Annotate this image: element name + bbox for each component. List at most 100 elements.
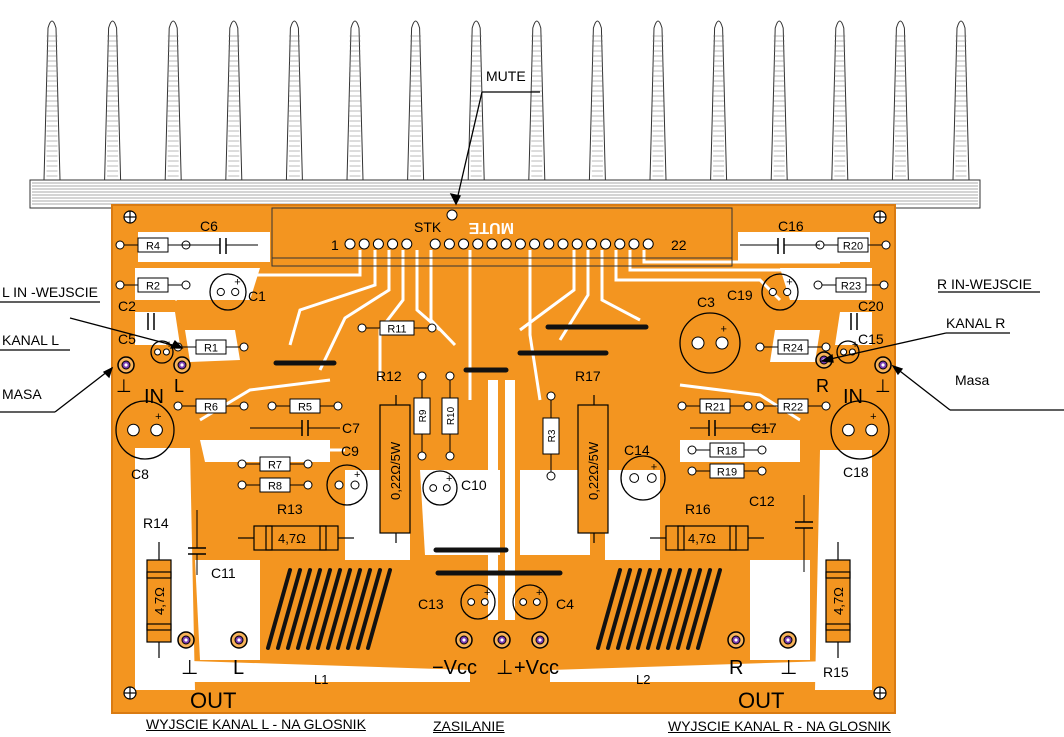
right-out-mark: R <box>729 657 743 679</box>
heatsink-fin <box>164 20 182 181</box>
chip-outline <box>271 207 733 267</box>
chip-pins <box>344 209 654 250</box>
heatsink-fin <box>710 20 728 181</box>
resistor-r10: R10 <box>441 371 459 461</box>
chip-pin-pad <box>372 238 384 250</box>
r12-value: 0,22Ω/5W <box>388 441 403 500</box>
r17-value: 0,22Ω/5W <box>586 441 601 500</box>
polarity-mark: + <box>234 277 240 289</box>
heatsink-fin <box>831 20 849 181</box>
heatsink-fin <box>588 20 606 181</box>
heatsink-fin <box>952 20 970 181</box>
resistor-r2: R2 <box>115 277 191 293</box>
chip-pin-pad <box>571 238 583 250</box>
resistor-label: R18 <box>717 446 737 458</box>
left-channel-annotation: KANAL L <box>2 332 60 348</box>
heatsink-fin <box>346 20 364 181</box>
chip-pin-pad <box>429 238 441 250</box>
connector-pad <box>493 631 511 649</box>
resistor-label: R21 <box>705 402 725 414</box>
label-c10: C10 <box>461 477 487 493</box>
chip-pin-pad <box>387 238 399 250</box>
resistor-label: R19 <box>717 467 737 479</box>
label-c8: C8 <box>131 466 149 482</box>
label-c9: C9 <box>341 443 359 459</box>
chip-pin-first: 1 <box>331 237 339 253</box>
label-c2: C2 <box>118 298 136 314</box>
polarity-mark: + <box>166 339 172 351</box>
connector-pad <box>117 356 135 374</box>
electrolytic-capacitor-c14: + <box>620 455 666 501</box>
inductor-l2-label: L2 <box>636 672 650 687</box>
polarity-mark: + <box>155 411 161 423</box>
chip-pin-last: 22 <box>671 237 687 253</box>
film-capacitors <box>147 238 858 575</box>
connector-pad <box>727 631 745 649</box>
polarity-mark: + <box>536 587 542 599</box>
label-c7: C7 <box>342 420 360 436</box>
resistor-label: R7 <box>268 460 282 472</box>
polarity-mark: + <box>852 339 858 351</box>
in-label-right: IN <box>843 386 863 408</box>
inductor-coils <box>266 568 722 650</box>
in-label-left: IN <box>144 386 164 408</box>
polarity-mark: + <box>721 324 727 336</box>
ground-mark-out-left: ⊥ <box>181 657 198 679</box>
resistor-label: R23 <box>841 281 861 293</box>
r14-value: 4,7Ω <box>152 587 167 615</box>
label-r12: R12 <box>376 368 402 384</box>
chip-pin-pad <box>642 238 654 250</box>
power-supply-caption: ZASILANIE <box>433 718 505 734</box>
resistor-r24: R24 <box>755 339 831 355</box>
polarity-mark: + <box>651 461 657 473</box>
r16-value: 4,7Ω <box>688 531 716 546</box>
right-input-annotation: R IN-WEJSCIE <box>937 276 1032 292</box>
resistor-label: R1 <box>204 343 218 355</box>
chip-pin-pad <box>458 238 470 250</box>
label-c18: C18 <box>843 464 869 480</box>
label-c12: C12 <box>749 493 775 509</box>
resistor-r19: R19 <box>687 463 767 479</box>
left-out-mark: L <box>233 657 244 679</box>
right-channel-mark: R <box>816 376 829 396</box>
jumper-wires <box>273 324 649 576</box>
resistor-r20: R20 <box>815 237 891 253</box>
label-r16: R16 <box>685 501 711 517</box>
heatsink-fin <box>467 20 485 181</box>
chip-pin-pad <box>514 238 526 250</box>
label-c15: C15 <box>858 331 884 347</box>
connector-pad <box>874 356 892 374</box>
label-c11: C11 <box>211 565 236 581</box>
electrolytic-capacitor-c5-in: + <box>150 339 174 364</box>
resistor-r9: R9 <box>413 371 431 461</box>
resistor-r21: R21 <box>677 398 753 414</box>
chip-pin-pad <box>585 238 597 250</box>
resistor-label: R6 <box>204 402 218 414</box>
chip-mute-mark: MUTE <box>468 219 514 236</box>
chip-pin-pad <box>472 238 484 250</box>
label-c19: C19 <box>727 287 753 303</box>
label-c5: C5 <box>118 331 136 347</box>
chip-pin-pad <box>344 238 356 250</box>
heatsink-fin <box>43 20 61 181</box>
polarity-mark: + <box>786 277 792 289</box>
resistor-label: R3 <box>547 429 558 442</box>
right-output-caption: WYJSCIE KANAL R - NA GLOSNIK <box>668 718 891 734</box>
electrolytic-capacitor-c19: + <box>761 273 799 311</box>
heatsink-fin <box>225 20 243 181</box>
chip-pin-pad <box>486 238 498 250</box>
polarity-mark: + <box>446 473 452 485</box>
heatsink-fin <box>407 20 425 181</box>
left-ground-annotation: MASA <box>2 386 42 402</box>
r13-value: 4,7Ω <box>278 531 306 546</box>
connector-pad <box>455 631 473 649</box>
label-r13: R13 <box>277 501 303 517</box>
connector-pad <box>779 631 797 649</box>
right-channel-annotation: KANAL R <box>946 315 1006 331</box>
resistor-r5: R5 <box>267 398 343 414</box>
electrolytic-capacitor-c10: + <box>422 470 458 506</box>
polarity-mark: + <box>484 587 490 599</box>
out-label-right: OUT <box>738 688 784 713</box>
heatsink-fin <box>770 20 788 181</box>
